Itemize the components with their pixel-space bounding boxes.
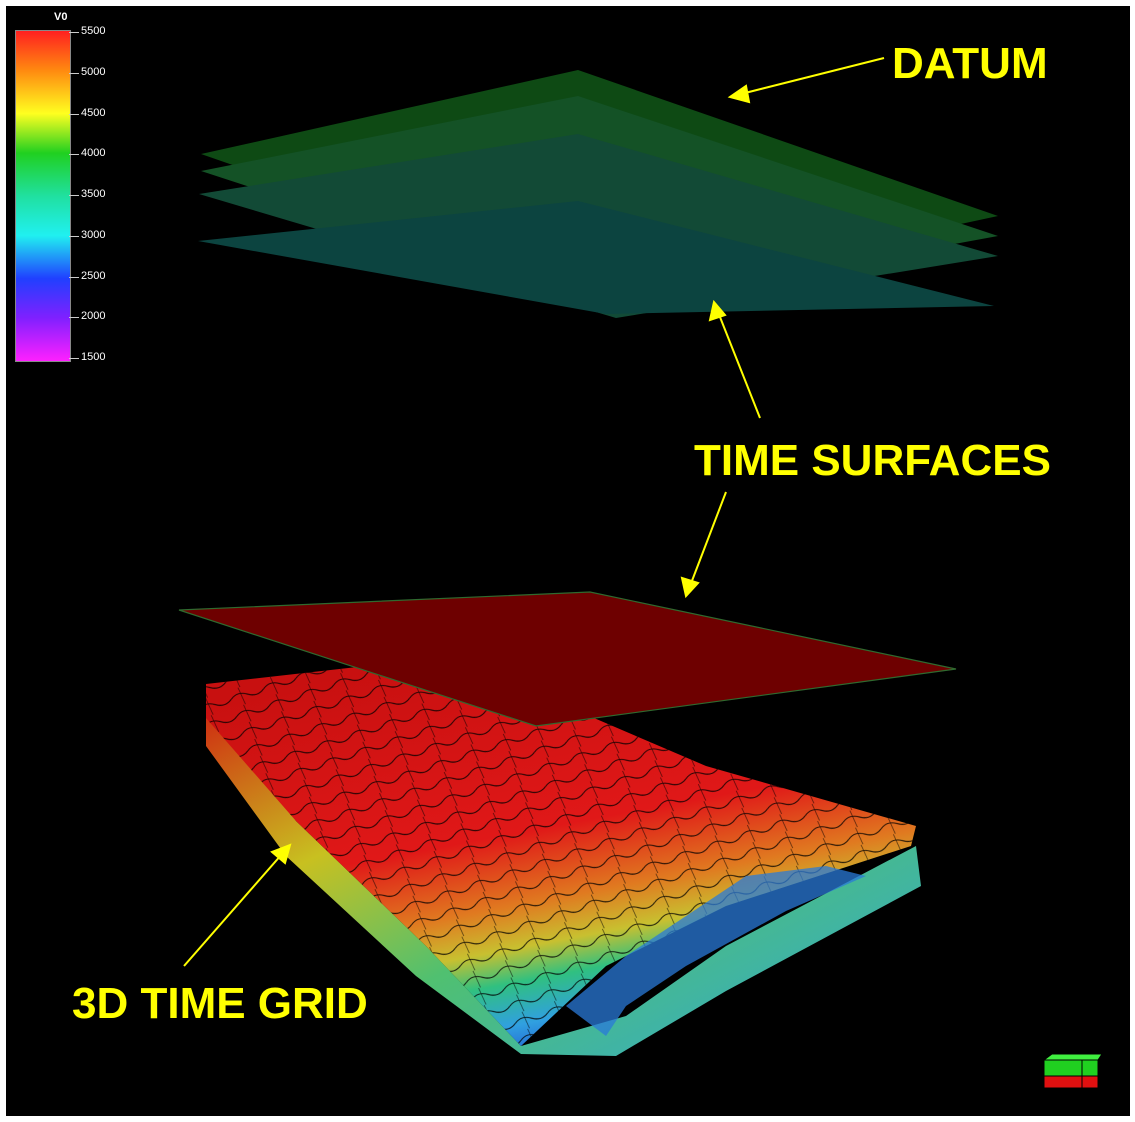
arrow-time-down-head [680,576,700,599]
time-grid-body[interactable] [206,666,921,1056]
grid-side-face [206,696,921,1056]
scene-svg [178,57,998,1056]
arrow-datum-head [727,84,751,104]
time-surface-red[interactable] [178,591,957,727]
colorbar-tick-label: 2500 [81,269,106,282]
colorbar-tick-label: 4500 [81,106,106,119]
datum-label: DATUM [892,39,1048,88]
time-surface-4[interactable] [198,201,994,314]
time-grid-label: 3D TIME GRID [72,979,368,1028]
colorbar-tick [69,154,79,156]
orientation-cube-icon[interactable] [1040,1050,1104,1090]
colorbar-title: V0 [54,11,68,23]
colorbar-tick [69,72,79,74]
time-surfaces-label: TIME SURFACES [694,436,1051,485]
annotation-arrows [183,57,885,967]
arrow-datum [740,57,885,95]
arrow-grid-head [270,843,292,865]
arrow-time-up-head [708,299,727,322]
colorbar [15,30,71,362]
colorbar-tick [69,235,79,237]
colorbar-tick [69,195,79,196]
colorbar-tick-label: 2000 [81,310,106,323]
colorbar-tick [69,276,79,278]
arrow-time-up [717,311,761,419]
arrow-grid [183,853,283,967]
grid-low-basin [566,866,866,1036]
colorbar-tick-label: 1500 [81,351,106,363]
colorbar-tick-label: 4000 [81,147,106,160]
grid-contour-overlay [206,666,916,1046]
colorbar-tick [69,113,79,115]
colorbar-tick [69,32,79,33]
colorbar-tick-label: 5500 [81,25,106,37]
colorbar-tick [69,317,79,319]
arrow-time-down [689,491,727,587]
colorbar-tick [69,358,79,359]
colorbar-tick-label: 3500 [81,188,106,200]
colorbar-tick-label: 3000 [81,228,106,241]
colorbar-tick-label: 5000 [81,65,106,78]
